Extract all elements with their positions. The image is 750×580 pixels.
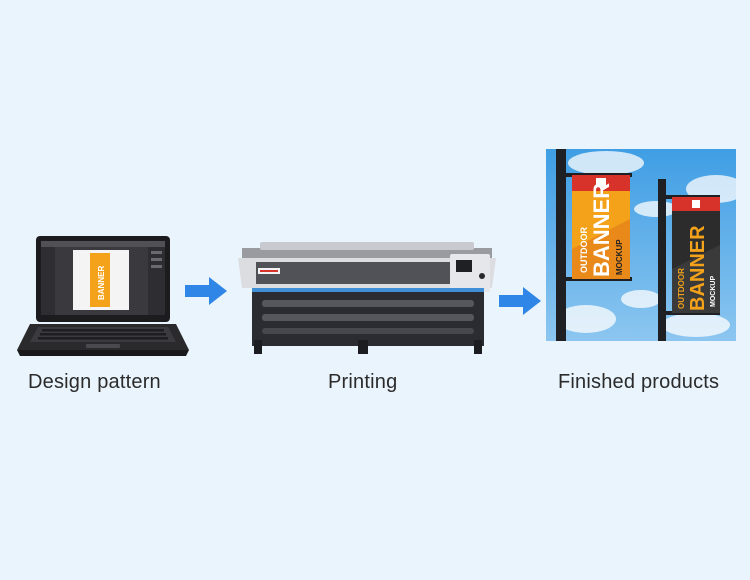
laptop-banner-text: BANNER (97, 266, 106, 300)
arrow-right-icon (185, 277, 227, 305)
banner-left-bottom: MOCKUP (615, 239, 624, 275)
caption-design-pattern: Design pattern (28, 371, 161, 393)
banner-right-bottom: MOCKUP (710, 276, 717, 307)
caption-finished-products: Finished products (558, 371, 720, 393)
printer-icon (238, 242, 496, 354)
arrow-right-icon (499, 287, 541, 315)
banner-right-top: OUTDOOR (677, 268, 686, 309)
laptop-icon: BANNER (17, 236, 189, 356)
banner-left-top: OUTDOOR (579, 227, 589, 273)
banner-left-main: BANNER (589, 183, 614, 277)
caption-printing: Printing (328, 371, 398, 393)
banner-icon: OUTDOOR BANNER MOCKUP OUTDOOR BANNER MOC… (546, 149, 736, 341)
banner-right-main: BANNER (687, 225, 709, 311)
